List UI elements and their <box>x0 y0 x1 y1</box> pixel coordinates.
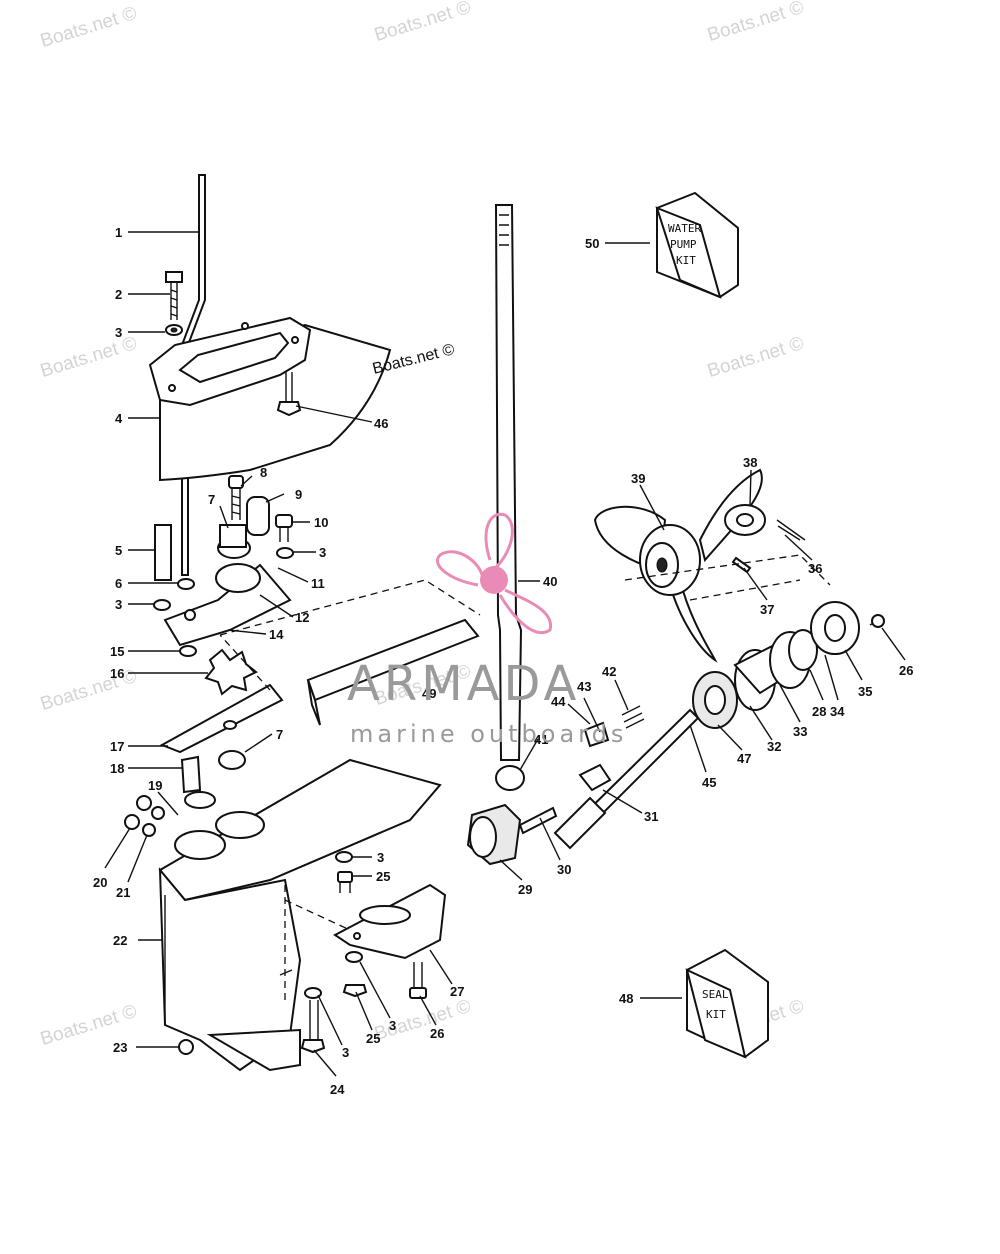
cotter-pin-part-36 <box>776 519 806 541</box>
reverse-gear-part-47 <box>692 671 738 729</box>
callout-16: 16 <box>110 666 124 681</box>
washer-part-3 <box>165 324 183 336</box>
pin-part-37 <box>731 556 752 574</box>
callout-3: 3 <box>377 850 384 865</box>
anti-cavitation-plate-part-27 <box>333 883 447 960</box>
callout-32: 32 <box>767 739 781 754</box>
callout-5: 5 <box>115 543 122 558</box>
gear-housing-part-22 <box>158 758 442 1072</box>
callout-23: 23 <box>113 1040 127 1055</box>
callout-19: 19 <box>148 778 162 793</box>
thrust-hub-part-38 <box>724 504 766 536</box>
callout-25: 25 <box>376 869 390 884</box>
water-pump-kit-part-50: WATER PUMP KIT <box>655 191 739 299</box>
pinion-gear-part-41 <box>495 765 525 791</box>
callout-4: 4 <box>115 411 123 426</box>
callout-22: 22 <box>113 933 127 948</box>
callout-40: 40 <box>543 574 557 589</box>
callout-18: 18 <box>110 761 124 776</box>
callout-7: 7 <box>276 727 283 742</box>
bearing-carrier-group <box>733 601 885 711</box>
callout-33: 33 <box>793 724 807 739</box>
callout-47: 47 <box>737 751 751 766</box>
callout-42: 42 <box>602 664 616 679</box>
water-tube-part-49 <box>306 618 480 726</box>
seal-kit-part-48: SEAL KIT <box>685 948 769 1059</box>
callout-6: 6 <box>115 576 122 591</box>
armada-logo: ARMADA marine outboards <box>347 512 627 748</box>
callout-24: 24 <box>330 1082 345 1097</box>
callout-48: 48 <box>619 991 633 1006</box>
callout-3: 3 <box>319 545 326 560</box>
seal-kit-label: SEAL KIT <box>702 988 735 1021</box>
callout-12: 12 <box>295 610 309 625</box>
driveshaft-part-40 <box>494 204 523 761</box>
screw-part-2 <box>165 271 183 320</box>
impeller-group <box>159 645 284 809</box>
callout-27: 27 <box>450 984 464 999</box>
callout-41: 41 <box>534 732 548 747</box>
callout-37: 37 <box>760 602 774 617</box>
logo-subtitle: marine outboards <box>350 720 627 748</box>
driveshaft-housing-part-4 <box>148 316 392 482</box>
guide-line <box>219 579 481 691</box>
callout-31: 31 <box>644 809 658 824</box>
sliding-clutch-group <box>583 705 645 748</box>
water-pump-upper-group <box>153 475 294 647</box>
callout-39: 39 <box>631 471 645 486</box>
callout-25: 25 <box>366 1031 380 1046</box>
callout-30: 30 <box>557 862 571 877</box>
callout-20: 20 <box>93 875 107 890</box>
water-pump-kit-label: WATER PUMP KIT <box>668 222 708 267</box>
callout-50: 50 <box>585 236 599 251</box>
leader-lines <box>104 231 906 1077</box>
callout-labels: 1 2 3 4 46 8 7 9 10 3 5 11 6 3 12 14 15 … <box>93 225 913 1097</box>
callout-3: 3 <box>342 1045 349 1060</box>
bolts-washers-bottom <box>300 851 427 1054</box>
callout-26: 26 <box>430 1026 444 1041</box>
diagram-credit: Boats.net © <box>371 341 457 378</box>
guide-line <box>624 554 831 601</box>
small-nuts-washers <box>124 795 165 837</box>
logo-title: ARMADA <box>347 656 580 712</box>
callout-10: 10 <box>314 515 328 530</box>
callout-43: 43 <box>577 679 591 694</box>
callout-3: 3 <box>389 1018 396 1033</box>
callout-8: 8 <box>260 465 267 480</box>
callout-14: 14 <box>269 627 284 642</box>
callout-46: 46 <box>374 416 388 431</box>
callout-44: 44 <box>551 694 566 709</box>
bolt-part-46 <box>276 372 302 417</box>
callout-9: 9 <box>295 487 302 502</box>
callout-21: 21 <box>116 885 130 900</box>
callout-17: 17 <box>110 739 124 754</box>
callout-3: 3 <box>115 325 122 340</box>
callout-26: 26 <box>899 663 913 678</box>
callout-34: 34 <box>830 704 845 719</box>
propeller-shaft-part-31 <box>553 708 700 850</box>
callout-45: 45 <box>702 775 716 790</box>
callout-35: 35 <box>858 684 872 699</box>
callout-38: 38 <box>743 455 757 470</box>
callout-29: 29 <box>518 882 532 897</box>
propeller-icon <box>436 512 552 634</box>
callout-11: 11 <box>311 576 325 591</box>
callout-36: 36 <box>808 561 822 576</box>
callout-15: 15 <box>110 644 124 659</box>
forward-gear-part-29 <box>466 803 522 866</box>
cam-part-30 <box>518 806 558 835</box>
callout-3: 3 <box>115 597 122 612</box>
callout-49: 49 <box>422 686 436 701</box>
callout-7: 7 <box>208 492 215 507</box>
callout-2: 2 <box>115 287 122 302</box>
callout-1: 1 <box>115 225 122 240</box>
drain-plug-part-23 <box>178 1039 194 1055</box>
callout-28: 28 <box>812 704 826 719</box>
